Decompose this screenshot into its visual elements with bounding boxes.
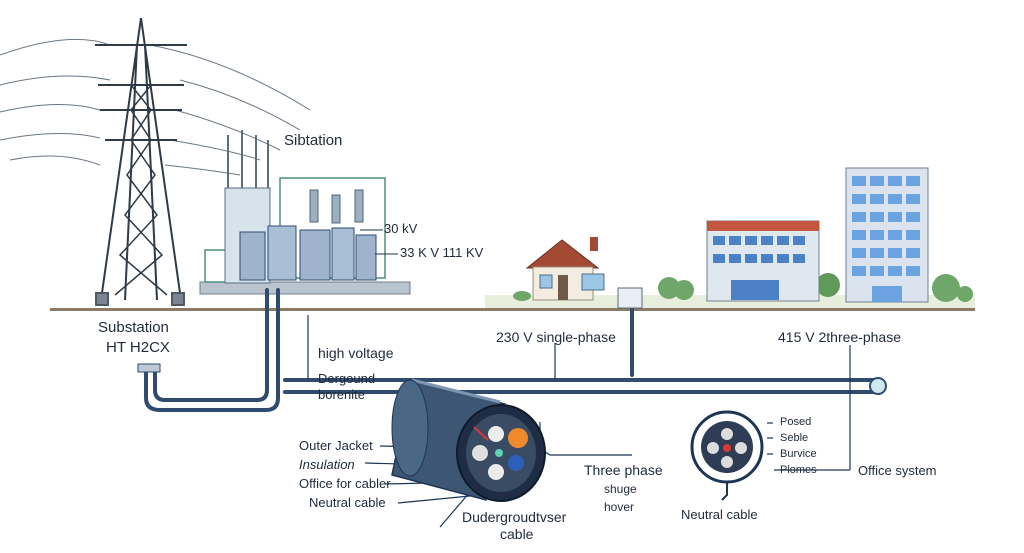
label-33-11kv: 33 K V 111 KV (400, 245, 484, 260)
label-posed: Posed (780, 416, 812, 428)
label-office-for-cabler: Office for cabler (299, 476, 391, 491)
label-plomes: Plomes (780, 464, 817, 476)
label-dergound: Dergound (318, 371, 376, 386)
ground-line (50, 308, 975, 311)
core-white-2 (472, 445, 488, 461)
label-insulation: Insulation (299, 457, 355, 472)
label-burvice: Burvice (780, 448, 817, 460)
label-outer-jacket: Outer Jacket (299, 438, 373, 453)
cable-cross-section-large (391, 378, 546, 502)
core-blue (508, 455, 524, 471)
house (525, 237, 605, 301)
label-three-phase-2: shuge (604, 482, 637, 496)
trees (513, 273, 973, 302)
transmission-tower (95, 17, 187, 306)
cable-end-cap (869, 377, 887, 395)
label-415v-three-phase: 415 V 2three-phase (778, 329, 901, 345)
label-office-system: Office system (858, 463, 937, 478)
label-230v-single-phase: 230 V single-phase (496, 329, 616, 345)
overhead-wires (0, 38, 311, 176)
label-neutral-cable-left: Neutral cable (309, 495, 386, 510)
underground-cable-route (144, 288, 877, 412)
label-underground-cable-2: cable (500, 526, 534, 542)
office-building-low (706, 220, 820, 302)
label-three-phase-3: hover (604, 500, 635, 514)
label-three-phase-1: Three phase (584, 462, 663, 478)
label-30kv: 30 kV (384, 221, 418, 236)
core-center (495, 449, 503, 457)
substation (199, 130, 411, 295)
label-ht-code: HT H2CX (106, 339, 170, 356)
office-building-tall (845, 167, 929, 303)
label-underground-cable-1: Dudergroudtvser (462, 509, 567, 525)
label-high-voltage: high voltage (318, 345, 394, 361)
label-borenite: borenite (318, 387, 365, 402)
label-seble: Seble (780, 432, 809, 444)
core-white-1 (488, 426, 504, 442)
label-neutral-cable-right: Neutral cable (681, 507, 758, 522)
label-substation-top: Sibtation (284, 132, 343, 149)
cable-cross-section-small (690, 410, 764, 501)
core-white-3 (488, 464, 504, 480)
label-substation-left: Substation (98, 319, 169, 336)
core-orange (508, 428, 528, 448)
meter-box (617, 287, 643, 309)
